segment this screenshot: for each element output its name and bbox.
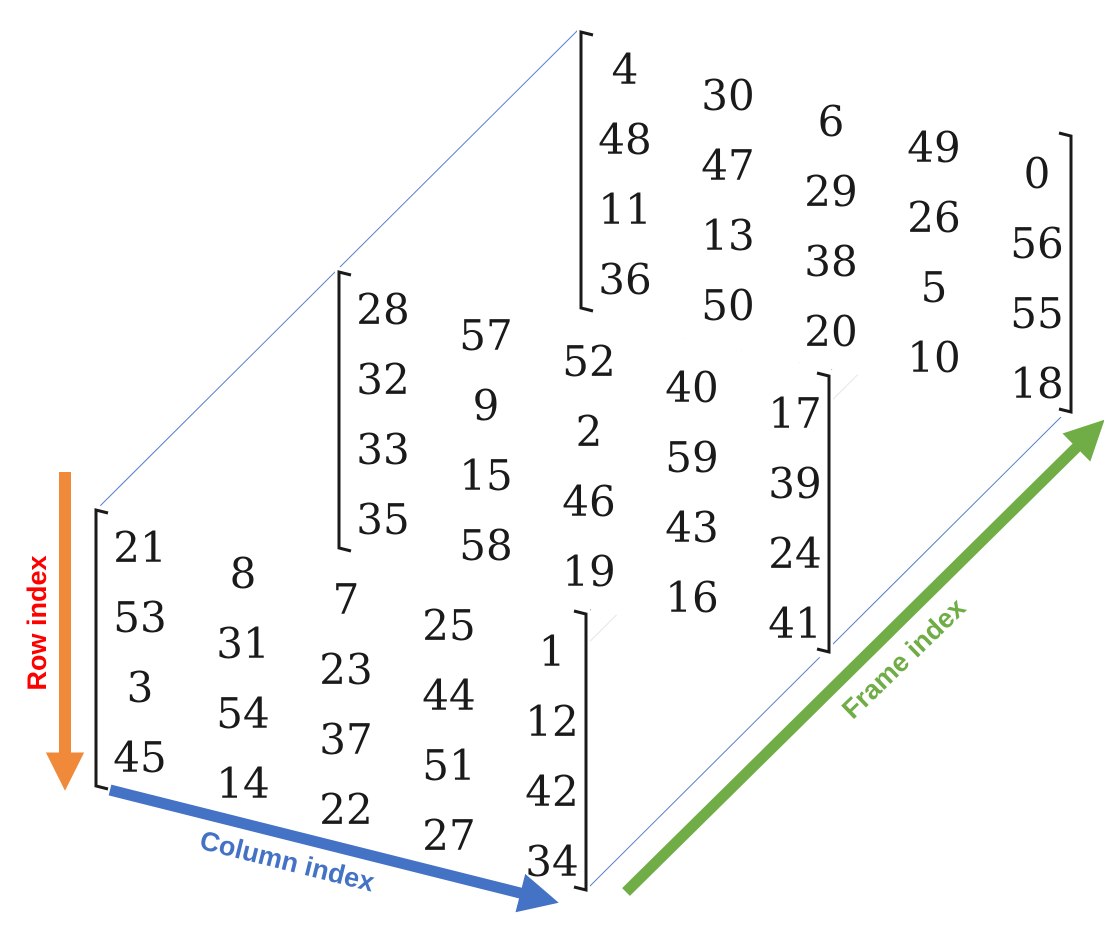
matrix-cell: 32 — [356, 355, 409, 404]
matrix-cell: 29 — [804, 167, 857, 216]
right-bracket — [573, 609, 588, 892]
matrix-cell: 46 — [562, 477, 615, 526]
matrix-cell: 1 — [539, 627, 566, 676]
matrix-cell: 36 — [598, 255, 651, 304]
column-index-arrow — [108, 784, 559, 913]
matrix-cell: 22 — [319, 785, 372, 834]
matrix-cell: 49 — [907, 123, 960, 172]
matrix-cell: 10 — [907, 333, 960, 382]
matrix-cell: 42 — [525, 767, 578, 816]
matrix-cell: 56 — [1010, 219, 1063, 268]
matrix-cell: 0 — [1024, 149, 1051, 198]
matrix-cell: 43 — [665, 503, 718, 552]
matrix-cell: 45 — [113, 733, 166, 782]
frame-2: 28 57 52 40 17 32 9 2 59 39 33 15 46 43 24 35 58 19 16 41 — [335, 266, 833, 660]
matrix-cell: 55 — [1010, 289, 1063, 338]
frame-backing — [335, 266, 833, 660]
frame-3: 21 8 7 25 1 53 31 23 44 12 3 54 37 51 42 45 14 22 27 34 — [92, 504, 590, 898]
matrix-cell: 52 — [562, 337, 615, 386]
matrix-cell: 16 — [665, 573, 718, 622]
matrix-cell: 34 — [525, 837, 578, 886]
matrix-cell: 33 — [356, 425, 409, 474]
matrix-cell: 51 — [422, 741, 475, 790]
matrix-cell: 57 — [459, 311, 512, 360]
row-index-label: Row index — [22, 555, 52, 690]
left-bracket — [579, 30, 594, 313]
matrix-cell: 6 — [818, 97, 845, 146]
matrix-cell: 44 — [422, 671, 475, 720]
matrix-cell: 17 — [768, 389, 821, 438]
matrix-cell: 3 — [127, 663, 154, 712]
matrix-cell: 25 — [422, 601, 475, 650]
matrix-cell: 9 — [473, 381, 500, 430]
matrix-cell: 5 — [921, 263, 948, 312]
frame-backing — [577, 26, 1075, 420]
matrix-cell: 30 — [701, 71, 754, 120]
matrix-cell: 13 — [701, 211, 754, 260]
matrix-cell: 24 — [768, 529, 821, 578]
frame-backing — [92, 504, 590, 898]
matrix-cell: 38 — [804, 237, 857, 286]
right-bracket — [1058, 131, 1073, 414]
frames-group: 4306490484729265611133855536502010182857… — [92, 26, 1075, 898]
matrix-cell: 8 — [230, 549, 257, 598]
matrix-cell: 50 — [701, 281, 754, 330]
matrix-cell: 48 — [598, 115, 651, 164]
matrix-cell: 27 — [422, 811, 475, 860]
left-bracket — [94, 508, 109, 791]
matrix-cell: 53 — [113, 593, 166, 642]
matrix-cell: 58 — [459, 521, 512, 570]
matrix-cell: 15 — [459, 451, 512, 500]
matrix-cell: 35 — [356, 495, 409, 544]
matrix-cell: 20 — [804, 307, 857, 356]
right-bracket — [816, 371, 831, 654]
matrix-cell: 26 — [907, 193, 960, 242]
matrix-cell: 28 — [356, 285, 409, 334]
matrix-cell: 54 — [216, 689, 269, 738]
matrix-cell: 18 — [1010, 359, 1063, 408]
matrix-cell: 37 — [319, 715, 372, 764]
matrix-cell: 4 — [612, 45, 639, 94]
frame-index-arrow — [622, 419, 1104, 896]
matrix-cell: 41 — [768, 599, 821, 648]
matrix-cell: 40 — [665, 363, 718, 412]
matrix-cell: 14 — [216, 759, 269, 808]
matrix-cell: 39 — [768, 459, 821, 508]
matrix-cell: 31 — [216, 619, 269, 668]
matrix-cell: 12 — [525, 697, 578, 746]
matrix-cell: 21 — [113, 523, 166, 572]
matrix-cell: 11 — [598, 185, 651, 234]
matrix-cell: 7 — [333, 575, 360, 624]
matrix-cell: 19 — [562, 547, 615, 596]
matrix-cell: 59 — [665, 433, 718, 482]
left-bracket — [337, 270, 352, 553]
matrix-cell: 2 — [576, 407, 603, 456]
matrix-cell: 47 — [701, 141, 754, 190]
matrix-cell: 23 — [319, 645, 372, 694]
